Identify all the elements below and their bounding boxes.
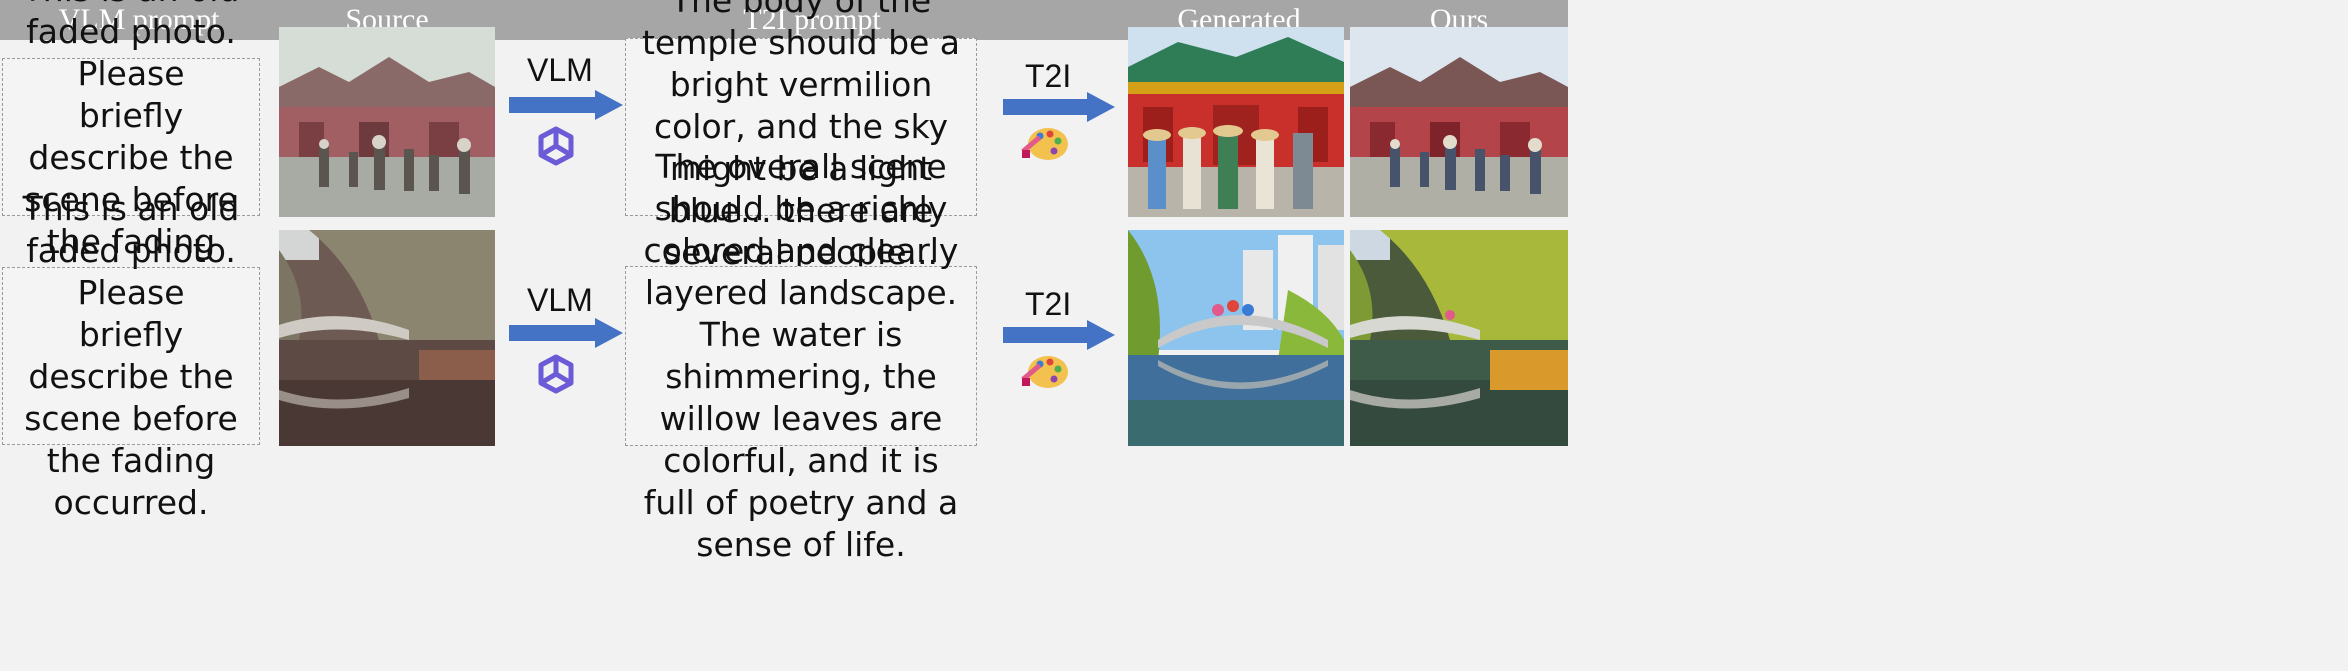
- vlm-label: VLM: [527, 52, 593, 88]
- header-vlm-prompt: VLM prompt: [0, 0, 278, 40]
- source-image-bridge: [279, 230, 495, 446]
- t2i-prompt-box: The overall scene should be a richly col…: [625, 147, 977, 564]
- right-arrow-icon: [509, 318, 623, 348]
- hexagon-logo-icon: [538, 126, 574, 166]
- ours-temple: [1350, 27, 1568, 217]
- vlm-label: VLM: [527, 282, 593, 318]
- hexagon-logo-icon: [538, 354, 574, 394]
- vlm-prompt-box: This is an old faded photo. Please brief…: [2, 0, 260, 303]
- right-arrow-icon: [509, 90, 623, 120]
- palette-icon: [1021, 356, 1068, 388]
- t2i-label: T2I: [1025, 58, 1072, 94]
- generated-reference-bridge: [1128, 230, 1344, 446]
- source-image-temple: [279, 27, 495, 217]
- generated-reference-temple: [1128, 27, 1344, 217]
- header-t2i-prompt: T2I prompt: [496, 0, 1128, 40]
- t2i-label: T2I: [1025, 286, 1072, 322]
- right-arrow-icon: [1003, 320, 1115, 350]
- vlm-prompt-box: This is an old faded photo. Please brief…: [2, 189, 260, 522]
- right-arrow-icon: [1003, 92, 1115, 122]
- palette-icon: [1021, 128, 1068, 160]
- ours-bridge: [1350, 230, 1568, 446]
